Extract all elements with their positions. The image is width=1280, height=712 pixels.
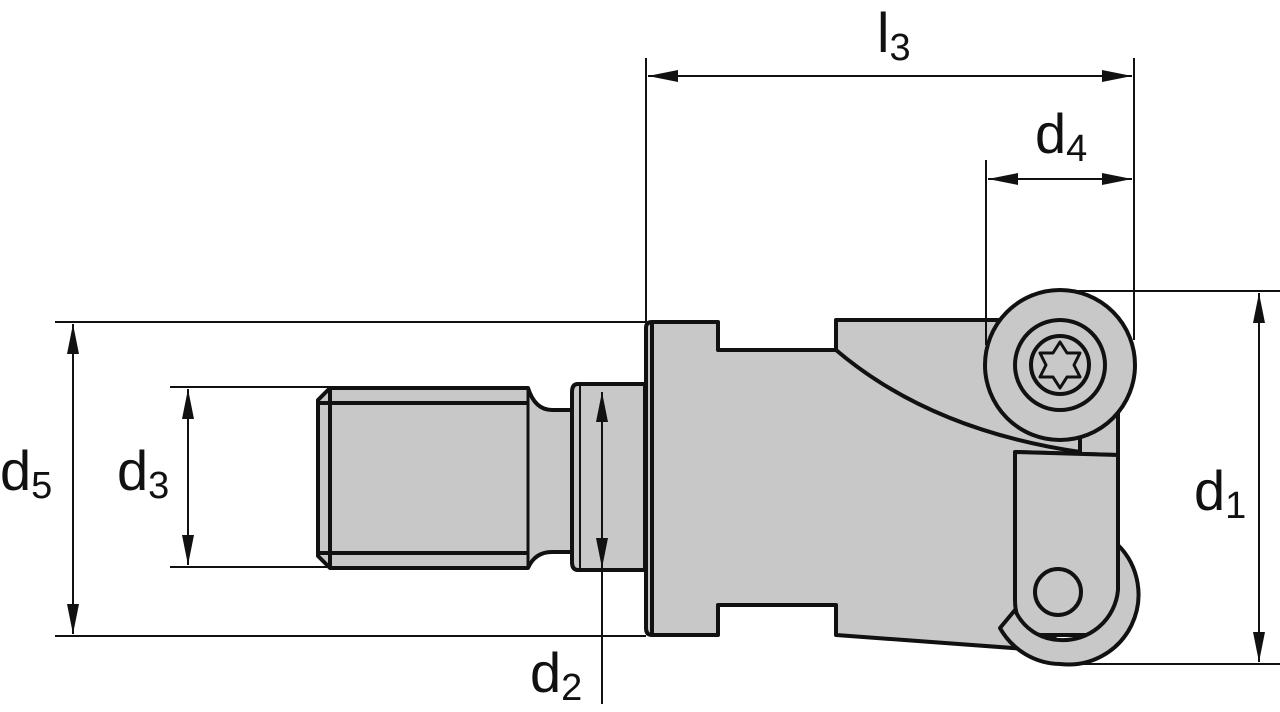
torx-icon	[1038, 340, 1082, 390]
label-d3: d3	[117, 439, 169, 507]
insert-seat-curve	[834, 348, 1081, 454]
label-l3: l3	[877, 1, 911, 69]
label-d5: d5	[0, 439, 52, 507]
label-d4: d4	[1035, 102, 1087, 170]
threaded-shank	[316, 386, 574, 570]
label-d2: d2	[530, 641, 582, 709]
clamp-hole	[1033, 567, 1083, 617]
dimension-labels: l3 d4 d1 d5 d3 d2	[0, 1, 1246, 709]
label-d1: d1	[1194, 459, 1246, 527]
bottom-insert	[998, 543, 1141, 667]
cutter-body	[316, 288, 1141, 667]
dimension-lines	[55, 58, 1280, 704]
collar	[570, 382, 647, 572]
